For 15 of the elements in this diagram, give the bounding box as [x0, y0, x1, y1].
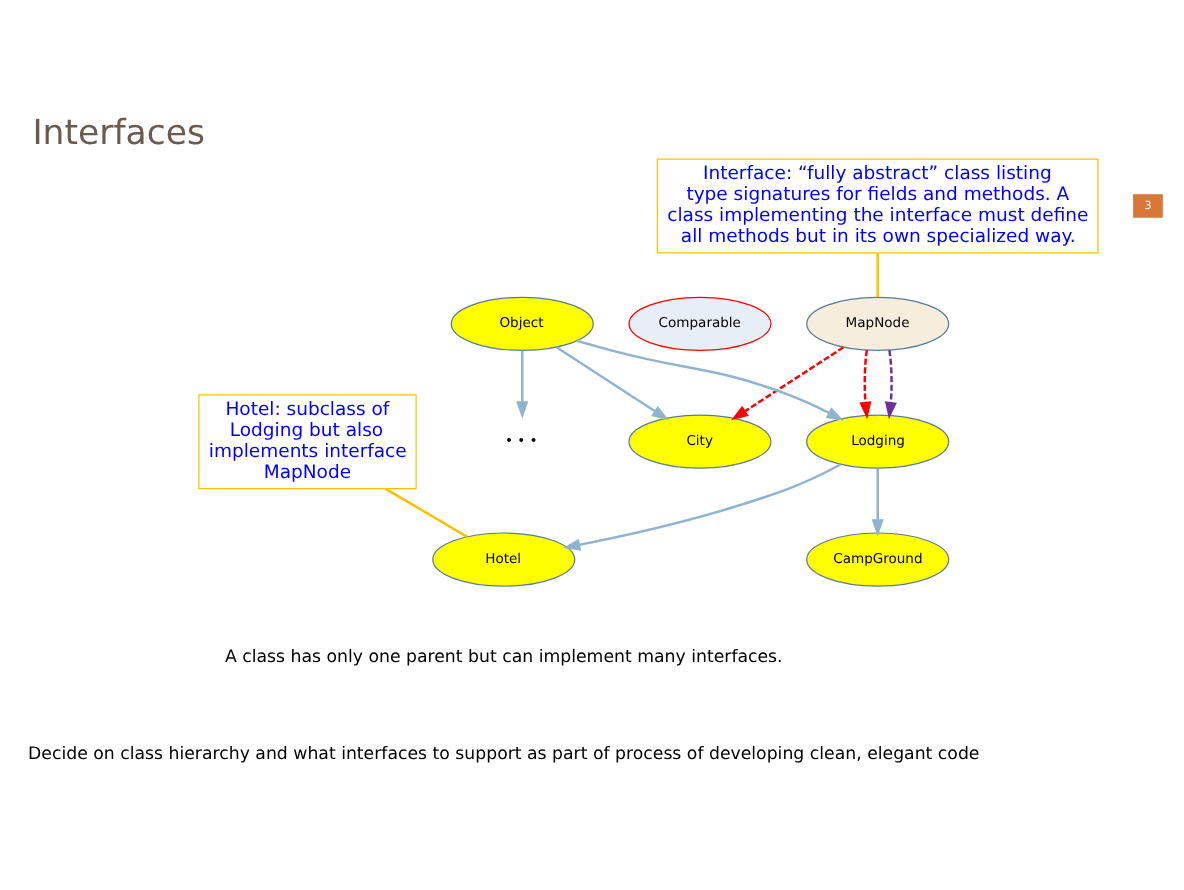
connector — [385, 486, 468, 537]
arrow — [884, 348, 897, 419]
arrow — [576, 338, 844, 420]
label: Decide on class hierarchy and what interfaces to support as part of process of developing clean, elegant code — [28, 744, 980, 765]
connector — [876, 252, 879, 297]
arrow — [731, 345, 845, 420]
node-box: Interface: “fully abstract” class listing type signatures for fields and methods. A class implementing the interface must define all methods but in its own specialized way. — [656, 157, 1099, 253]
arrow — [563, 462, 842, 550]
label: A class has only one parent but can implement many interfaces. — [224, 646, 783, 667]
arrow — [516, 349, 529, 418]
arrow — [859, 348, 872, 419]
arrow — [555, 345, 669, 420]
arrow — [871, 467, 884, 536]
diagram-title: Interfaces — [32, 112, 206, 153]
node-box: Hotel: subclass of Lodging but also implements interface MapNode — [198, 393, 417, 489]
